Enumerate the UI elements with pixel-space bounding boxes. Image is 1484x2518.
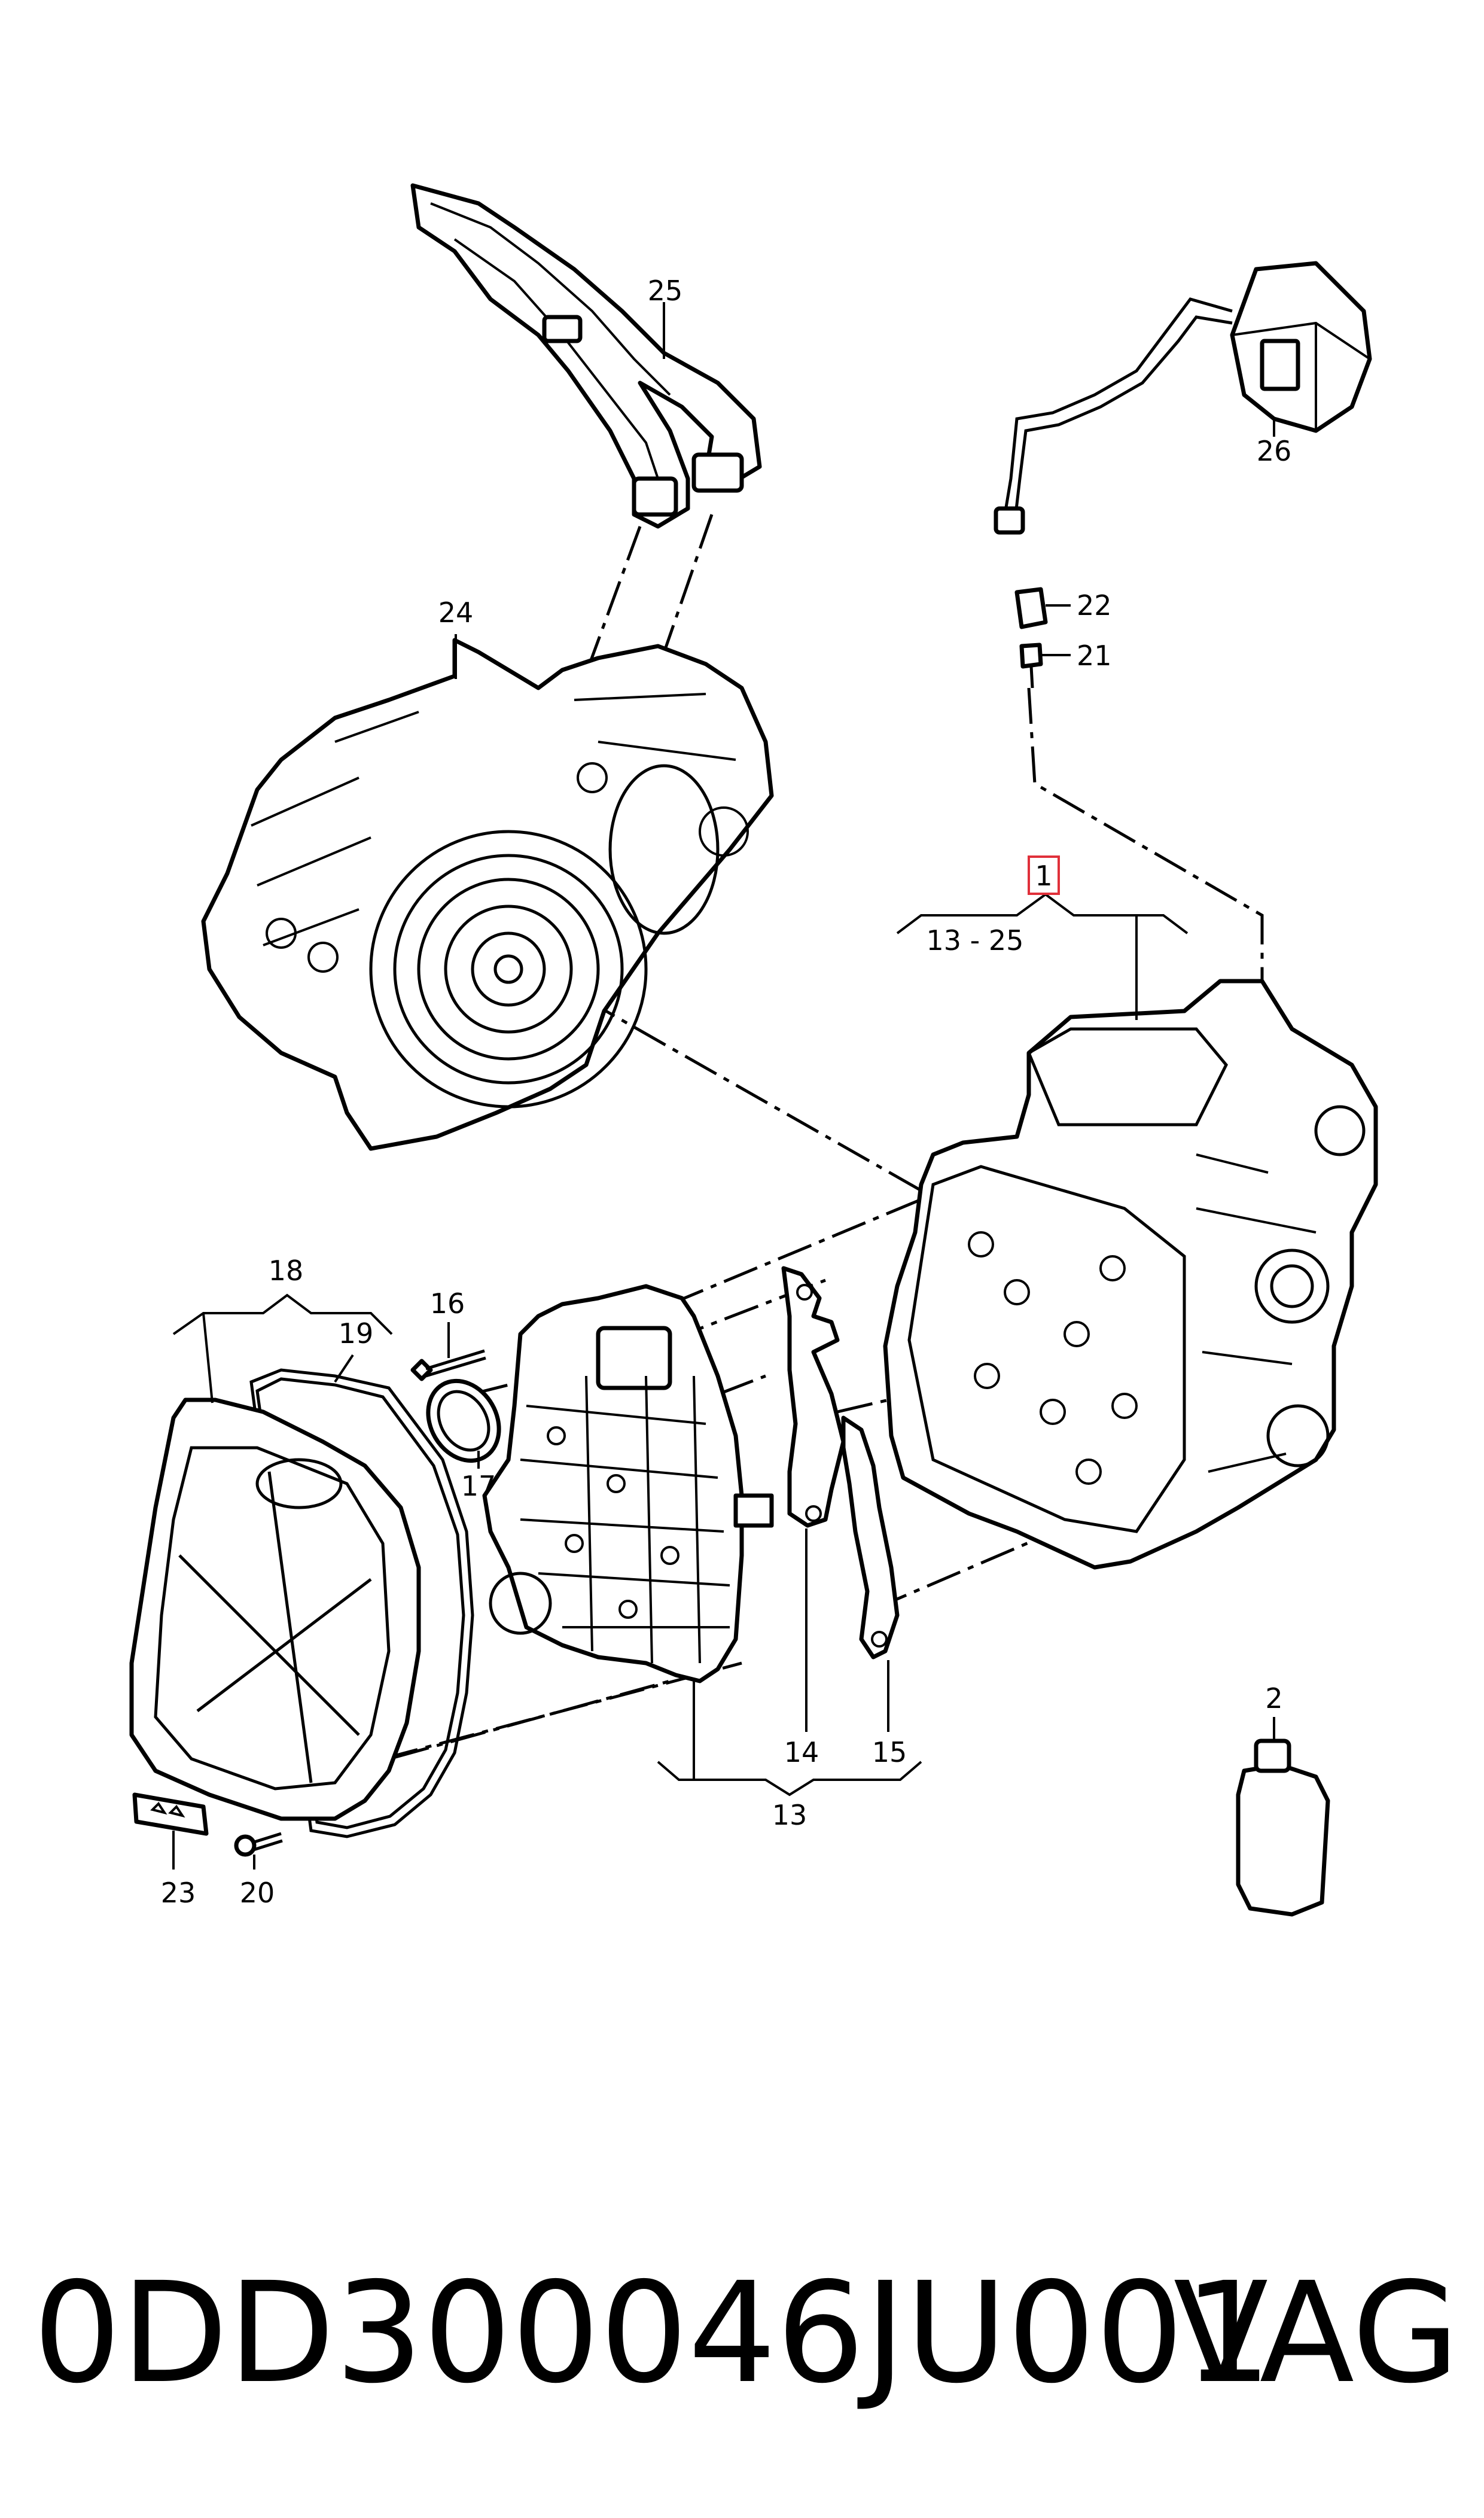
wiring-loom-part-25 bbox=[410, 183, 762, 529]
gearbox-housing-part-24 bbox=[201, 638, 774, 1151]
label-25: 25 bbox=[648, 275, 683, 307]
control-unit-part-26 bbox=[994, 261, 1372, 535]
oil-bottle-part-2 bbox=[1236, 1738, 1330, 1917]
label-17: 17 bbox=[461, 1470, 496, 1502]
label-22: 22 bbox=[1077, 589, 1112, 622]
label-2: 2 bbox=[1265, 1682, 1282, 1715]
bolt-part-16 bbox=[410, 1349, 486, 1381]
warning-label-part-23 bbox=[132, 1792, 209, 1836]
pan-gasket-part-19 bbox=[249, 1368, 474, 1838]
label-15: 15 bbox=[872, 1736, 907, 1768]
label-18: 18 bbox=[269, 1255, 304, 1287]
mechatronic-part-13 bbox=[482, 1284, 774, 1683]
label-24: 24 bbox=[438, 596, 474, 629]
footer-part-number: 0DD300046JU001 bbox=[33, 2252, 1272, 2414]
label-19: 19 bbox=[339, 1317, 374, 1350]
highlight-box bbox=[1028, 855, 1060, 895]
leader-lines bbox=[172, 302, 1275, 1870]
transmission-assembly-part-1 bbox=[883, 979, 1378, 1570]
label-21: 21 bbox=[1077, 640, 1112, 672]
oil-pan-part-18 bbox=[129, 1397, 421, 1821]
seal-ring-part-17 bbox=[426, 1378, 501, 1463]
label-16: 16 bbox=[430, 1287, 465, 1320]
label-20: 20 bbox=[240, 1877, 275, 1909]
label-14: 14 bbox=[784, 1736, 819, 1768]
bolt-part-20 bbox=[234, 1832, 283, 1857]
label-13: 13 bbox=[772, 1799, 807, 1831]
callout-labels: 25 24 26 22 21 1 13 - 25 18 19 16 17 14 … bbox=[161, 275, 1292, 1909]
label-1: 1 bbox=[1035, 860, 1052, 892]
sensor-parts-21-22 bbox=[1014, 587, 1048, 689]
label-26: 26 bbox=[1257, 435, 1292, 467]
label-1-range: 13 - 25 bbox=[927, 924, 1024, 957]
label-23: 23 bbox=[161, 1877, 196, 1909]
footer-brand: VAG bbox=[1174, 2252, 1459, 2414]
gasket-part-15 bbox=[841, 1415, 900, 1660]
gasket-part-14 bbox=[781, 1266, 846, 1528]
